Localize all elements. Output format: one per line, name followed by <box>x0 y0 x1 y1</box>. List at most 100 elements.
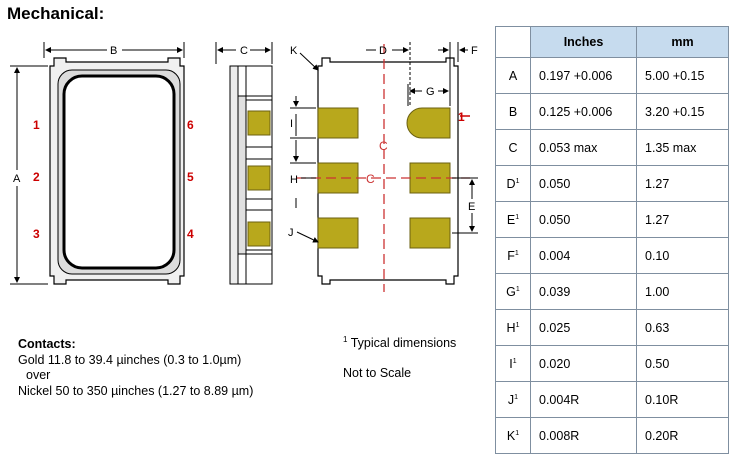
typical-marker: 1 <box>343 335 348 344</box>
dimension-b: B <box>43 42 185 58</box>
row-key-letter: D <box>506 176 516 191</box>
row-mm: 1.00 <box>636 273 729 310</box>
dimension-i: I <box>290 96 316 139</box>
row-inches: 0.004R <box>530 381 637 418</box>
pin-1: 1 <box>33 118 40 132</box>
row-inches: 0.004 <box>530 237 637 274</box>
side-pad-top <box>247 110 271 136</box>
label-e: E <box>468 201 475 213</box>
label-k: K <box>290 45 298 57</box>
side-view <box>229 65 273 285</box>
typical-text: Typical dimensions <box>350 336 457 351</box>
side-pad-bottom <box>247 221 271 247</box>
contacts-note: Contacts: Gold 11.8 to 39.4 µinches (0.3… <box>18 337 253 399</box>
row-inches: 0.008R <box>530 417 637 454</box>
dimension-h: H <box>290 140 316 208</box>
row-mm: 0.10R <box>636 381 729 418</box>
side-pad-mid <box>247 165 271 191</box>
row-mm: 1.27 <box>636 201 729 238</box>
row-inches: 0.197 +0.006 <box>530 57 637 94</box>
row-inches: 0.020 <box>530 345 637 382</box>
row-key: J1 <box>495 381 531 418</box>
row-key-note: 1 <box>515 321 520 329</box>
pad-1 <box>317 107 359 139</box>
row-key-note: 1 <box>515 177 520 185</box>
pin-numbers: 1 2 3 4 5 6 <box>33 118 194 241</box>
label-f: F <box>471 45 478 57</box>
dimension-g: G <box>407 84 449 106</box>
row-mm: 0.20R <box>636 417 729 454</box>
row-key-letter: G <box>506 284 516 299</box>
row-mm: 1.35 max <box>636 129 729 166</box>
dimension-a: A <box>10 65 48 285</box>
header-inches: Inches <box>530 26 637 58</box>
row-key: K1 <box>495 417 531 454</box>
mechanical-drawing: B A 1 2 3 4 5 6 <box>10 42 478 292</box>
label-d: D <box>379 45 387 57</box>
row-key-letter: A <box>508 68 518 83</box>
row-mm: 3.20 +0.15 <box>636 93 729 130</box>
typical-dimensions-note: 1 Typical dimensions <box>343 335 456 350</box>
row-key-letter: F <box>507 248 515 263</box>
row-key: D1 <box>495 165 531 202</box>
label-j: J <box>288 227 294 239</box>
row-inches: 0.050 <box>530 201 637 238</box>
row-inches: 0.039 <box>530 273 637 310</box>
row-inches: 0.025 <box>530 309 637 346</box>
label-g: G <box>426 86 435 98</box>
top-view <box>49 57 185 285</box>
contacts-over: over <box>26 368 51 382</box>
table-corner <box>495 26 531 58</box>
row-mm: 1.27 <box>636 165 729 202</box>
dimension-c: C <box>215 42 273 64</box>
row-key-note: 1 <box>515 285 520 293</box>
dimension-d: D <box>366 42 411 106</box>
centerline-mark-v: C <box>379 139 388 153</box>
row-key-letter: H <box>506 320 516 335</box>
pin-2: 2 <box>33 170 40 184</box>
row-key-note: 1 <box>515 213 520 221</box>
section-title: Mechanical: <box>7 4 105 23</box>
pad-2 <box>317 162 359 194</box>
pad-4 <box>409 217 451 249</box>
pin-6: 6 <box>187 118 194 132</box>
dimension-j: J <box>288 227 319 243</box>
dimension-e: E <box>452 177 478 234</box>
contacts-gold: Gold 11.8 to 39.4 µinches (0.3 to 1.0µm) <box>18 352 242 367</box>
row-key-letter: C <box>508 140 518 155</box>
label-c: C <box>240 45 248 57</box>
row-key: A <box>495 57 531 94</box>
row-inches: 0.050 <box>530 165 637 202</box>
row-key: B <box>495 93 531 130</box>
row-key: I1 <box>495 345 531 382</box>
row-key-letter: J <box>507 392 515 407</box>
row-key-note: 1 <box>514 249 519 257</box>
row-key: F1 <box>495 237 531 274</box>
pin-4: 4 <box>187 227 194 241</box>
row-key: C <box>495 129 531 166</box>
pin1-marker: 1 <box>458 110 465 124</box>
row-key-letter: B <box>508 104 518 119</box>
label-i: I <box>290 118 293 130</box>
row-mm: 0.10 <box>636 237 729 274</box>
row-key-letter: I <box>509 356 513 371</box>
label-a: A <box>13 173 21 185</box>
row-key-note: 1 <box>515 429 520 437</box>
row-mm: 0.63 <box>636 309 729 346</box>
dimension-f: F <box>438 42 478 106</box>
row-inches: 0.125 +0.006 <box>530 93 637 130</box>
pad-6 <box>406 107 451 139</box>
header-mm: mm <box>636 26 729 58</box>
row-inches: 0.053 max <box>530 129 637 166</box>
